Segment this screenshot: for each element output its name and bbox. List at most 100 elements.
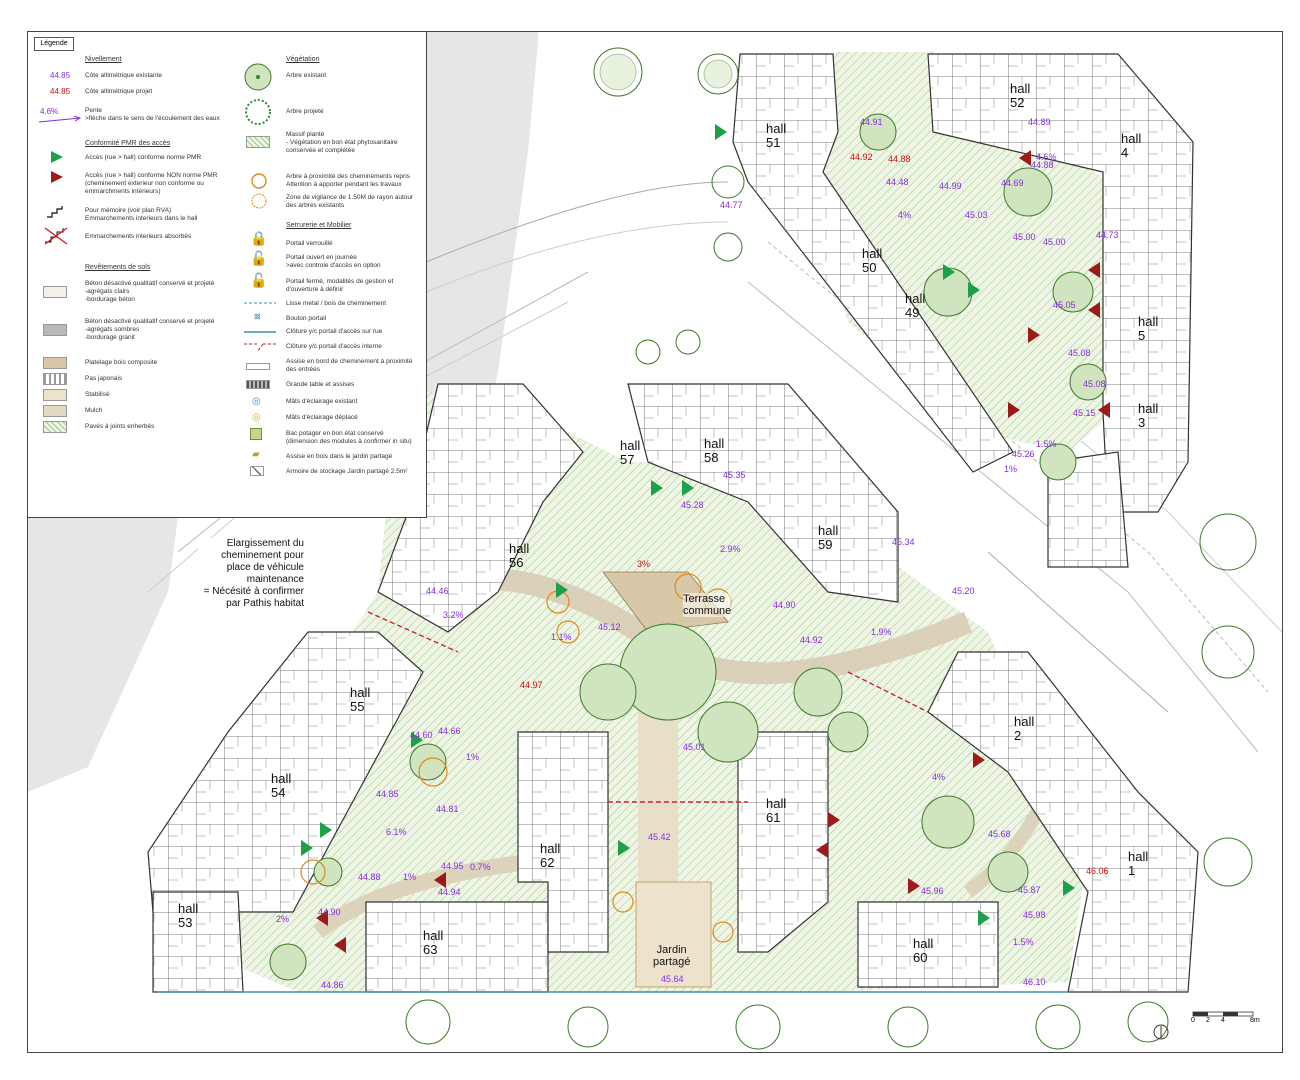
legend-existing-value: 44.85 <box>50 71 71 80</box>
building-hall-62 <box>517 731 609 953</box>
site-plan <box>28 32 1282 1050</box>
hall-label: hall 54 <box>271 771 292 800</box>
level-existing: 44.89 <box>1028 117 1051 127</box>
legend-vigilance: Zone de vigilance de 1.50M de rayon auto… <box>286 194 414 209</box>
level-existing: 45.15 <box>1073 408 1096 418</box>
rail-icon <box>244 302 276 304</box>
slope-value: 1.5% <box>1013 937 1034 947</box>
legend-tree-near: Arbre à proximité des cheminements repri… <box>286 173 410 188</box>
level-existing: 45.01 <box>683 742 706 752</box>
legend-serr-12: Assise en bois dans le jardin partagé <box>286 453 393 460</box>
hall-label: hall 52 <box>1010 81 1031 110</box>
scale-tick: 0 <box>1191 1017 1195 1024</box>
swatch-paves-enherbes <box>43 421 67 433</box>
level-existing: 44.69 <box>1001 178 1024 188</box>
level-existing: 44.86 <box>321 980 344 990</box>
pmr-nok-icon <box>51 171 63 183</box>
building-hall-58-59 <box>627 383 899 603</box>
level-existing: 45.34 <box>892 537 915 547</box>
swatch-stabilise <box>43 389 67 401</box>
level-existing: 45.28 <box>681 500 704 510</box>
hall-label: hall 4 <box>1121 131 1142 160</box>
building-ne-south <box>1047 451 1129 568</box>
level-existing: 45.64 <box>661 974 684 984</box>
level-existing: 45.03 <box>965 210 988 220</box>
hall-label: hall 62 <box>540 841 561 870</box>
level-existing: 44.48 <box>886 177 909 187</box>
legend-sol-4: Stabilisé <box>85 391 110 398</box>
hall-label: hall 59 <box>818 523 839 552</box>
slope-value: 0.7% <box>470 862 491 872</box>
terrasse-deck <box>602 571 729 633</box>
slope-arrow-icon <box>38 116 82 123</box>
padlock-icon: 🔒 <box>250 230 268 246</box>
scale-tick: 2 <box>1206 1017 1210 1024</box>
level-existing: 46.10 <box>1023 977 1046 987</box>
pmr-nok-markers <box>316 150 1110 953</box>
level-existing: 45.98 <box>1023 910 1046 920</box>
gate-undefined-icon: 🔓 <box>250 272 268 288</box>
legend-steps-absorbed: Emmarchements interieurs absorbés <box>85 233 192 240</box>
maintenance-note: Elargissement du cheminement pour place … <box>198 538 304 610</box>
legend-heading-serrurerie: Serrurerie et Mobilier <box>286 222 352 229</box>
slope-value: 3% <box>637 559 651 569</box>
scale-bar <box>1192 1011 1254 1017</box>
scale-tick: 4 <box>1221 1017 1225 1024</box>
legend-sol-1: Béton désactivé qualitatif conservé et p… <box>85 318 215 341</box>
level-existing: 45.96 <box>921 886 944 896</box>
legend-pmr-ok: Accès (rue > hall) conforme norme PMR <box>85 154 202 161</box>
jardin-partage-area <box>635 881 712 988</box>
level-existing: 44.99 <box>939 181 962 191</box>
bench-icon <box>246 363 270 370</box>
slope-value: 2% <box>276 914 290 924</box>
slope-value: 1% <box>1004 464 1018 474</box>
level-existing: 44.95 <box>441 861 464 871</box>
slope-value: 4% <box>932 772 946 782</box>
building-hall-60 <box>857 901 999 988</box>
legend-serr-10: Mâts d'éclairage déplacé <box>286 414 358 421</box>
terrasse-commune-label: Terrasse commune <box>683 593 732 617</box>
legend-serr-2: Portail fermé, modalités de gestion et d… <box>286 278 394 293</box>
storage-cabinet-icon <box>250 466 264 476</box>
legend-projected-tree: Arbre projeté <box>286 108 324 115</box>
legend-serr-7: Assise en bord de cheminement à proximit… <box>286 358 413 373</box>
slope-value: 6.1% <box>386 827 407 837</box>
level-existing: 45.05 <box>1053 300 1076 310</box>
hall-label: hall 3 <box>1138 401 1159 430</box>
building-ne-east-wing <box>927 53 1194 513</box>
level-existing: 44.91 <box>860 117 883 127</box>
light-existing-icon: ◎ <box>252 396 261 407</box>
building-hall-63 <box>365 901 549 993</box>
level-existing: 45.20 <box>952 586 975 596</box>
legend-serr-4: Bouton portail <box>286 315 327 322</box>
level-existing: 44.66 <box>438 726 461 736</box>
steps-absorbed-icon <box>44 227 68 245</box>
legend-panel: Légende Nivellement 44.85 Côte altimétri… <box>28 32 427 518</box>
legend-existing-label: Côte altimétrique existante <box>85 72 162 79</box>
hall-label: hall 53 <box>178 901 199 930</box>
level-project: 44.88 <box>888 154 911 164</box>
legend-slope-value: 4.6% <box>40 107 59 116</box>
hall-label: hall 50 <box>862 246 883 275</box>
neighbor-building-left <box>28 517 178 792</box>
legend-project-value: 44.85 <box>50 87 71 96</box>
slope-value: 4.6% <box>1036 152 1057 162</box>
steps-icon <box>47 206 63 218</box>
swatch-massif <box>246 136 270 148</box>
slope-value: 1% <box>466 752 480 762</box>
legend-serr-11: Bac potager en bon état conservé (dimens… <box>286 430 412 445</box>
level-existing: 44.92 <box>800 635 823 645</box>
level-existing: 45.35 <box>723 470 746 480</box>
legend-serr-9: Mâts d'éclairage existant <box>286 398 358 405</box>
gate-button-icon: ⊠ <box>254 312 261 321</box>
legend-serr-0: Portail verrouillé <box>286 240 333 247</box>
legend-massif: Massif planté - Végétation en bon état p… <box>286 131 398 154</box>
level-existing: 45.08 <box>1083 379 1106 389</box>
level-project: 44.92 <box>850 152 873 162</box>
legend-steps: Pour mémoire (voir plan RVA) Emmarchemen… <box>85 207 198 222</box>
swatch-beton-clair <box>43 286 67 298</box>
scale-tick: 8m <box>1250 1017 1260 1024</box>
projected-tree-icon <box>245 99 271 125</box>
level-existing: 44.90 <box>773 600 796 610</box>
legend-heading-nivellement: Nivellement <box>85 56 122 63</box>
